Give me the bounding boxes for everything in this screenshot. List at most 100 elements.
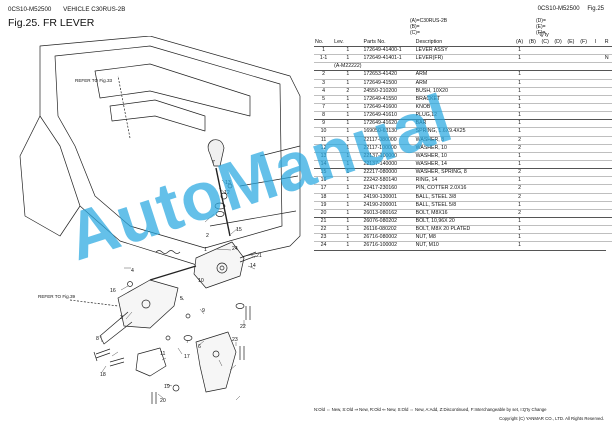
cell-parts-no: 26116-080202 [362,225,415,234]
page-header-right: 0CS10-M52500 Fig.25 [532,6,604,12]
cell-qty-b [525,176,539,185]
model-codes-right: (D)= (E)= (F)= [536,18,546,36]
cell-parts-no: 26013-080162 [362,208,415,218]
cell-qty-e [564,241,578,250]
cell-qty-f [577,184,590,194]
cell-no: 23 [314,233,334,242]
cell-qty-b [525,54,539,63]
cell-no: 10 [314,127,334,137]
callout-22: 22 [240,324,246,330]
cell-i [590,192,602,202]
callout-4: 4 [131,268,134,274]
model-code: (A)=C30RUS-2B [410,18,448,24]
cell-qty-d [551,208,565,218]
cell-qty-a: 1 [513,159,526,169]
callout-11: 11 [160,351,165,357]
cell-qty-e [564,184,578,194]
cell-qty-f [577,62,590,71]
cell-i [590,184,602,194]
cell-r [601,208,612,218]
cell-qty-b [525,143,539,153]
cell-qty-a: 2 [513,143,526,153]
cell-parts-no: 24190-130001 [362,192,415,202]
cell-no: 15 [314,168,334,177]
cell-r [601,143,612,153]
model-code: (E)= [536,24,546,30]
cell-lev: 1 [333,111,363,120]
cell-r [601,225,612,234]
cell-r [601,111,612,120]
cell-lev: 1 [333,143,363,153]
refer-label-fig39: REFER TO Fig.39 [38,294,76,299]
cell-qty-a: 1 [513,225,526,234]
cell-i [590,111,602,120]
cell-r [601,45,612,55]
cell-qty-f [577,225,590,234]
callout-21: 21 [256,253,262,259]
cell-qty-c [538,151,552,161]
cell-qty-f [577,151,590,161]
cell-lev: 1 [333,94,363,104]
cell-i [590,216,602,226]
ball-part [227,183,233,189]
cell-r [601,119,612,128]
callout-18: 18 [100,372,106,378]
washer-part [235,303,245,309]
cell-r [601,70,612,80]
console-side [19,115,81,237]
cell-description: LEVER ASSY [414,45,514,55]
bolt-part [239,251,257,263]
cell-qty-f [577,119,590,128]
cell-qty-a: 2 [513,192,526,202]
cell-qty-c [538,168,552,177]
cell-qty-c [538,102,552,112]
cell-qty-a: 2 [513,168,526,177]
cell-r [601,127,612,137]
cell-description: RING, 14 [414,176,514,185]
col-qty-a: (A) [516,39,524,45]
lever-shaft [215,167,231,237]
cell-description: WASHER, SPRING, 8 [414,168,514,177]
console-inner [54,45,283,249]
cell-no: 21 [314,216,334,226]
callout-24: 24 [232,246,238,252]
cell-qty-c [538,45,552,55]
cell-lev: 1 [333,102,363,112]
cell-qty-e [564,94,578,104]
cell-qty-b [525,86,539,96]
cell-qty-b [525,225,539,234]
cell-qty-f [577,45,590,55]
cell-lev: 1 [333,70,363,80]
cell-description: NUT, M8 [414,233,514,242]
cell-description: WASHER, 14 [414,159,514,169]
cell-i [590,70,602,80]
cell-qty-a [513,62,526,71]
cell-no: 5 [314,94,334,104]
cell-parts-no: 172649-41600 [362,102,415,112]
cell-lev: 1 [333,176,363,185]
cell-description: BUSH, 10X20 [414,86,514,96]
cell-lev: 1 [333,135,363,145]
cell-qty-f [577,78,590,88]
cell-description: ARM [414,78,514,88]
cell-r [601,233,612,242]
cell-parts-no: 22117-080000 [362,135,415,145]
cell-description: BOLT, M8X 20 PLATED [414,225,514,234]
cell-qty-c [538,233,552,242]
cell-qty-b [525,135,539,145]
cell-description: PLUG,12 [414,111,514,120]
callout-13: 13 [225,180,231,186]
col-no: No. [315,39,324,45]
cell-qty-e [564,54,578,63]
cell-description: PIN, COTTER 2.0X16 [414,184,514,194]
bottom-bracket [195,331,237,393]
cell-i [590,119,602,128]
cell-qty-b [525,78,539,88]
model-code: (B)= [410,24,420,30]
cell-qty-b [525,159,539,169]
cell-lev: 1 [333,78,363,88]
cell-qty-d [551,159,565,169]
